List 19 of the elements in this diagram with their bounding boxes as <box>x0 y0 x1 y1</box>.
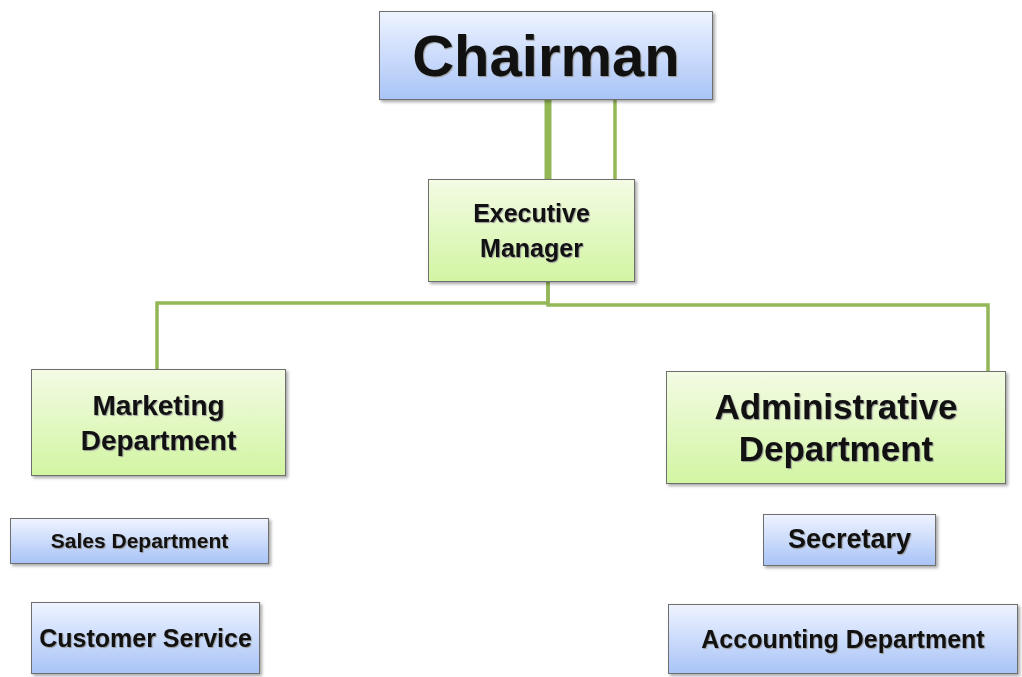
position-title: Customer Service <box>39 623 252 653</box>
org-box <box>10 518 269 564</box>
position-title: Secretary <box>787 525 912 555</box>
position-title: Administrative Department <box>713 385 959 470</box>
position-title: Executive Manager <box>472 197 591 264</box>
org-box <box>763 514 936 566</box>
org-box <box>31 602 260 674</box>
org-box <box>31 369 286 476</box>
org-box <box>428 179 635 282</box>
position-title: Chairman <box>412 23 680 88</box>
connector-line <box>613 100 617 179</box>
org-box <box>668 604 1018 674</box>
position-title: Sales Department <box>50 529 229 553</box>
position-title: Accounting Department <box>701 624 985 654</box>
connector-line <box>546 282 990 371</box>
org-box <box>379 11 713 100</box>
org-box <box>666 371 1006 484</box>
position-title: Marketing Department <box>79 388 238 458</box>
connector-line <box>544 100 552 179</box>
